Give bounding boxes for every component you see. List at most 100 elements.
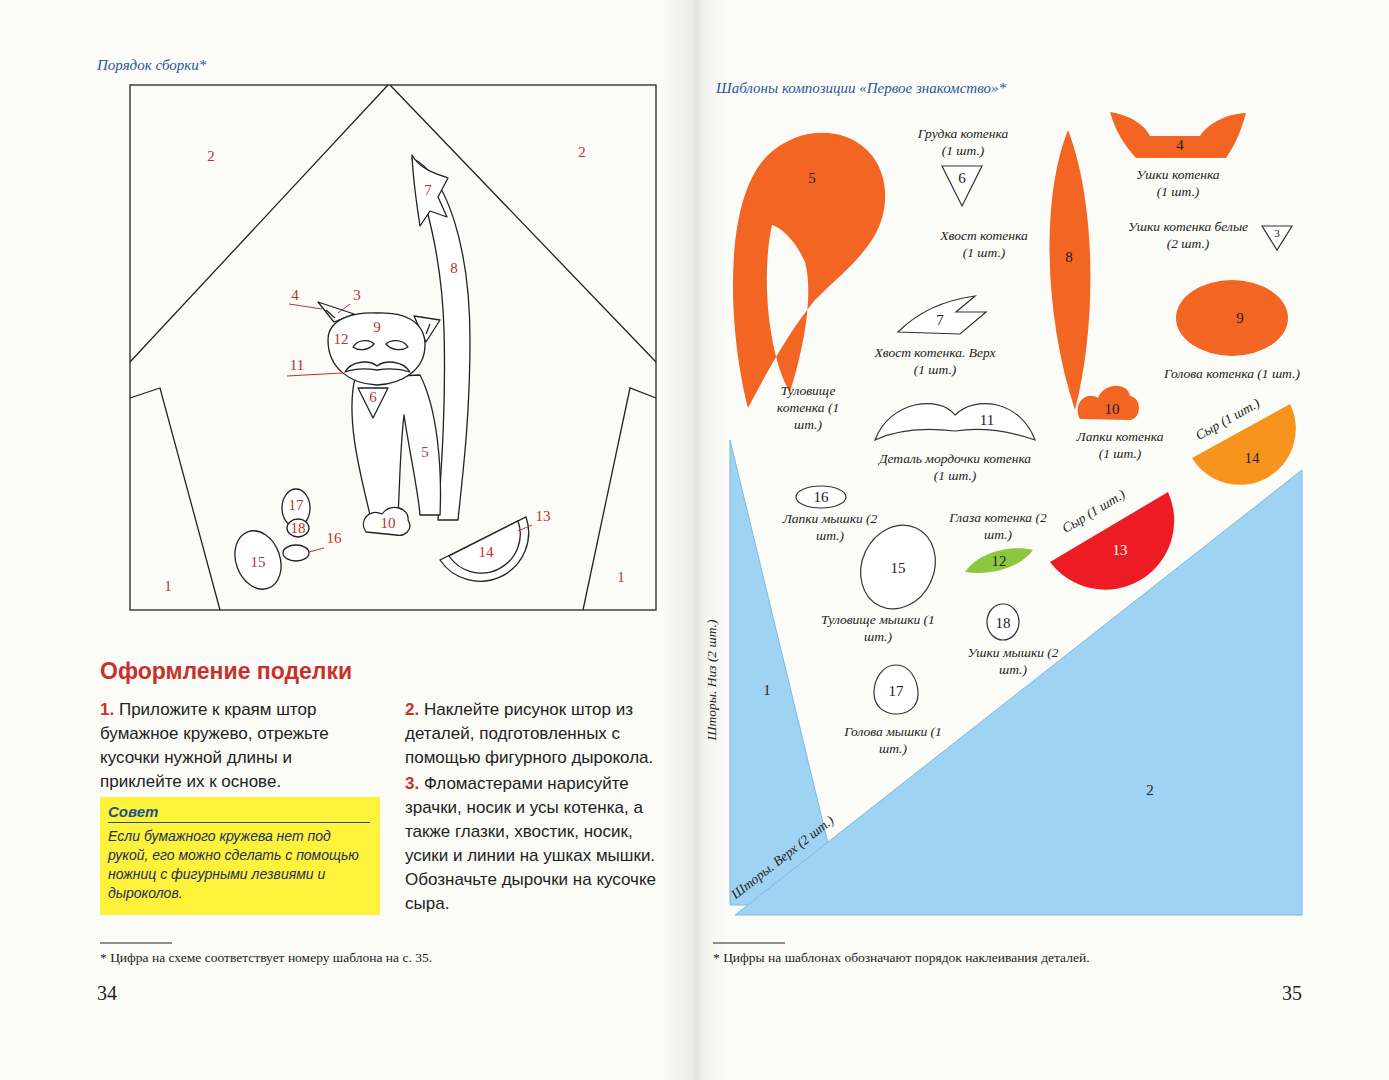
footnote: * Цифра на схеме соответствует номеру ша… [100,950,432,966]
page-number: 35 [1282,982,1302,1005]
cat-tail-top-template: 7Хвост котенка. Верх (1 шт.) [896,294,988,336]
gutter-shade [660,0,730,1080]
template-outline [1108,110,1248,160]
cheese-inner [449,521,520,573]
template-number: 5 [808,171,816,186]
cat-eyes [353,341,408,350]
template-shape [733,133,885,408]
callout-number: 6 [369,390,377,405]
template-outline [1040,126,1098,414]
mouse-paws-template: 16Лапки мышки (2 шт.) [795,485,847,509]
callout-number: 13 [536,509,551,524]
template-label: Голова котенка (1 шт.) [1147,366,1317,383]
step-text: Приложите к краям штор бумажное кружево,… [100,700,329,791]
cat-ear-inner [326,310,430,334]
step-paragraph: 1. Приложите к краям штор бумажное круже… [100,698,372,794]
callout-number: 11 [290,358,304,373]
cat-chest [358,388,388,418]
template-number: 14 [1245,451,1260,466]
template-label: Деталь мордочки котенка (1 шт.) [873,451,1038,485]
callout-number: 2 [207,149,215,164]
step-paragraph: 2. Наклейте рисунок штор из деталей, под… [405,698,677,770]
mouse-figure [227,489,310,596]
template-number: 7 [936,313,944,328]
step-number: 2. [405,700,419,719]
callout-number: 9 [373,320,381,335]
cat-tail-template: Хвост котенка (1 шт.)8 [1040,126,1098,414]
callout-number: 17 [289,498,304,513]
scheme-frame [130,85,656,610]
template-shape [898,296,986,334]
cheese-template: Сыр (1 шт.)14 [1190,402,1292,502]
mouse-ears-template: 18Ушки мышки (2 шт.) [987,603,1019,641]
page-number: 34 [97,982,117,1005]
template-shape [942,166,982,206]
template-number: 11 [980,413,994,428]
template-label: Лапки мышки (2 шт.) [783,511,878,545]
callout-number: 18 [291,521,306,536]
cat-ears-white-template: Ушки котенка белые (2 шт.)3 [1260,224,1294,252]
cat-paws [363,507,409,535]
mouse-paw [283,545,309,561]
cat-ears-template: 4Ушки котенка (1 шт.) [1108,110,1248,160]
template-label: Шторы. Низ (2 шт.) [704,620,721,741]
callout-number: 10 [381,516,396,531]
template-shape [1176,280,1288,356]
page-heading: Шаблоны композиции «Первое знакомство»* [716,80,1006,97]
footnote: * Цифры на шаблонах обозначают порядок н… [713,950,1090,966]
template-shape [874,665,918,714]
advice-heading: Совет [108,803,370,823]
template-shape [796,486,846,508]
step-text: Фломастерами нарисуйте зрачки, носик и у… [405,774,656,913]
template-label: Туловище мышки (1 шт.) [821,612,936,646]
advice-text: Если бумажного кружева нет под рукой, ег… [108,827,370,903]
callout-number: 1 [617,570,625,585]
callout-number: 3 [353,288,361,303]
cat-paws-template: 10Лапки котенка (1 шт.) [1074,384,1142,422]
template-shape [847,513,949,621]
page-heading: Порядок сборки* [97,57,206,74]
cat-body [352,375,441,515]
template-number: 2 [1146,783,1154,798]
cat-muzzle-template: 11Деталь мордочки котенка (1 шт.) [874,396,1036,442]
template-outline [722,128,890,413]
cat-tail-top [412,155,448,226]
template-label: Голова мышки (1 шт.) [843,724,943,758]
advice-box: СоветЕсли бумажного кружева нет под руко… [100,797,380,915]
template-number: 15 [891,561,906,576]
mouse-body-template: 15Туловище мышки (1 шт.) [858,522,938,612]
callout-number: 15 [251,555,266,570]
template-shape [1110,112,1246,158]
step-text: Наклейте рисунок штор из деталей, подгот… [405,700,653,767]
template-number: 3 [1274,228,1280,239]
template-number: 17 [889,684,904,699]
callout-number: 5 [421,445,429,460]
template-shape [735,470,1302,915]
template-shape [1078,386,1139,420]
footnote-rules [100,943,785,944]
cat-chest-template: Грудка котенка (1 шт.)6 [940,164,984,208]
callout-number: 16 [327,531,342,546]
mouse-body [227,524,289,595]
template-number: 4 [1176,138,1184,153]
template-label: Хвост котенка (1 шт.) [937,228,1032,262]
template-number: 8 [1065,250,1073,265]
template-shape [965,548,1033,573]
callout-number: 8 [450,261,458,276]
template-label: Туловище котенка (1 шт.) [772,383,844,434]
step-number: 3. [405,774,419,793]
callout-number: 14 [479,545,494,560]
template-number: 18 [996,616,1011,631]
template-number: 1 [763,683,771,698]
template-label: Хвост котенка. Верх (1 шт.) [873,345,998,379]
step-number: 1. [100,700,114,719]
mouse-head-template: 17Голова мышки (1 шт.) [873,664,919,716]
template-outline [1175,279,1289,357]
template-label: Глаза котенка (2 шт.) [948,510,1048,544]
section-heading: Оформление поделки [100,658,352,685]
template-number: 13 [1113,543,1128,558]
mouse-ear [287,519,309,537]
cat-head-template: 9Голова котенка (1 шт.) [1175,279,1289,357]
template-outline [729,439,845,907]
